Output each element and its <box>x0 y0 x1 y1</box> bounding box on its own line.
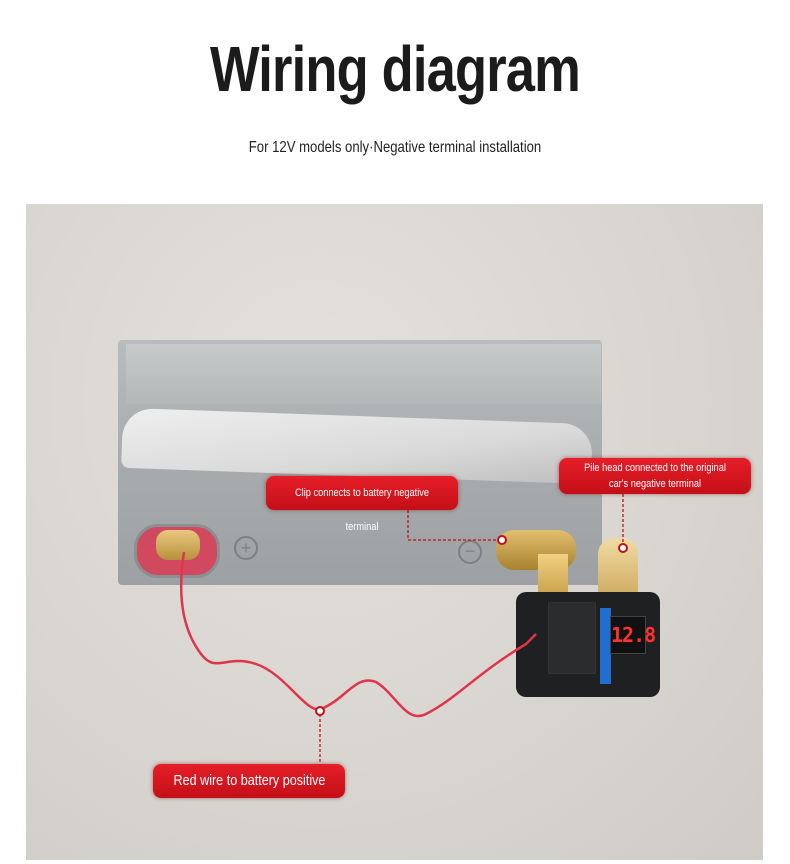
positive-terminal <box>134 524 220 578</box>
callout-clip: Clip connects to battery negative termin… <box>266 476 458 533</box>
page-title: Wiring diagram <box>209 33 581 105</box>
positive-post <box>156 530 200 560</box>
wiring-photo: + − 12.8 Clip connects to battery negati… <box>26 204 763 860</box>
module-spec-label <box>548 602 596 674</box>
callout-red-wire: Red wire to battery positive <box>153 764 345 798</box>
minus-symbol-icon: − <box>458 540 482 564</box>
battery-top <box>126 344 601 404</box>
wire-overlay <box>179 494 628 764</box>
red-wire <box>179 551 537 718</box>
pile-leader-dot <box>618 543 628 553</box>
module-blue-stripe <box>600 608 611 684</box>
red-wire-leader-dot <box>315 706 325 716</box>
callout-pile-head: Pile head connected to the original car'… <box>559 458 751 494</box>
plus-symbol-icon: + <box>234 536 258 560</box>
clip-leader-dot <box>497 535 507 545</box>
callout-red-wire-text: Red wire to battery positive <box>173 772 325 789</box>
callout-clip-text: Clip connects to battery negative termin… <box>294 487 430 533</box>
page-subtitle: For 12V models only·Negative terminal in… <box>248 139 542 156</box>
callout-pile-head-text: Pile head connected to the original car'… <box>584 462 726 490</box>
